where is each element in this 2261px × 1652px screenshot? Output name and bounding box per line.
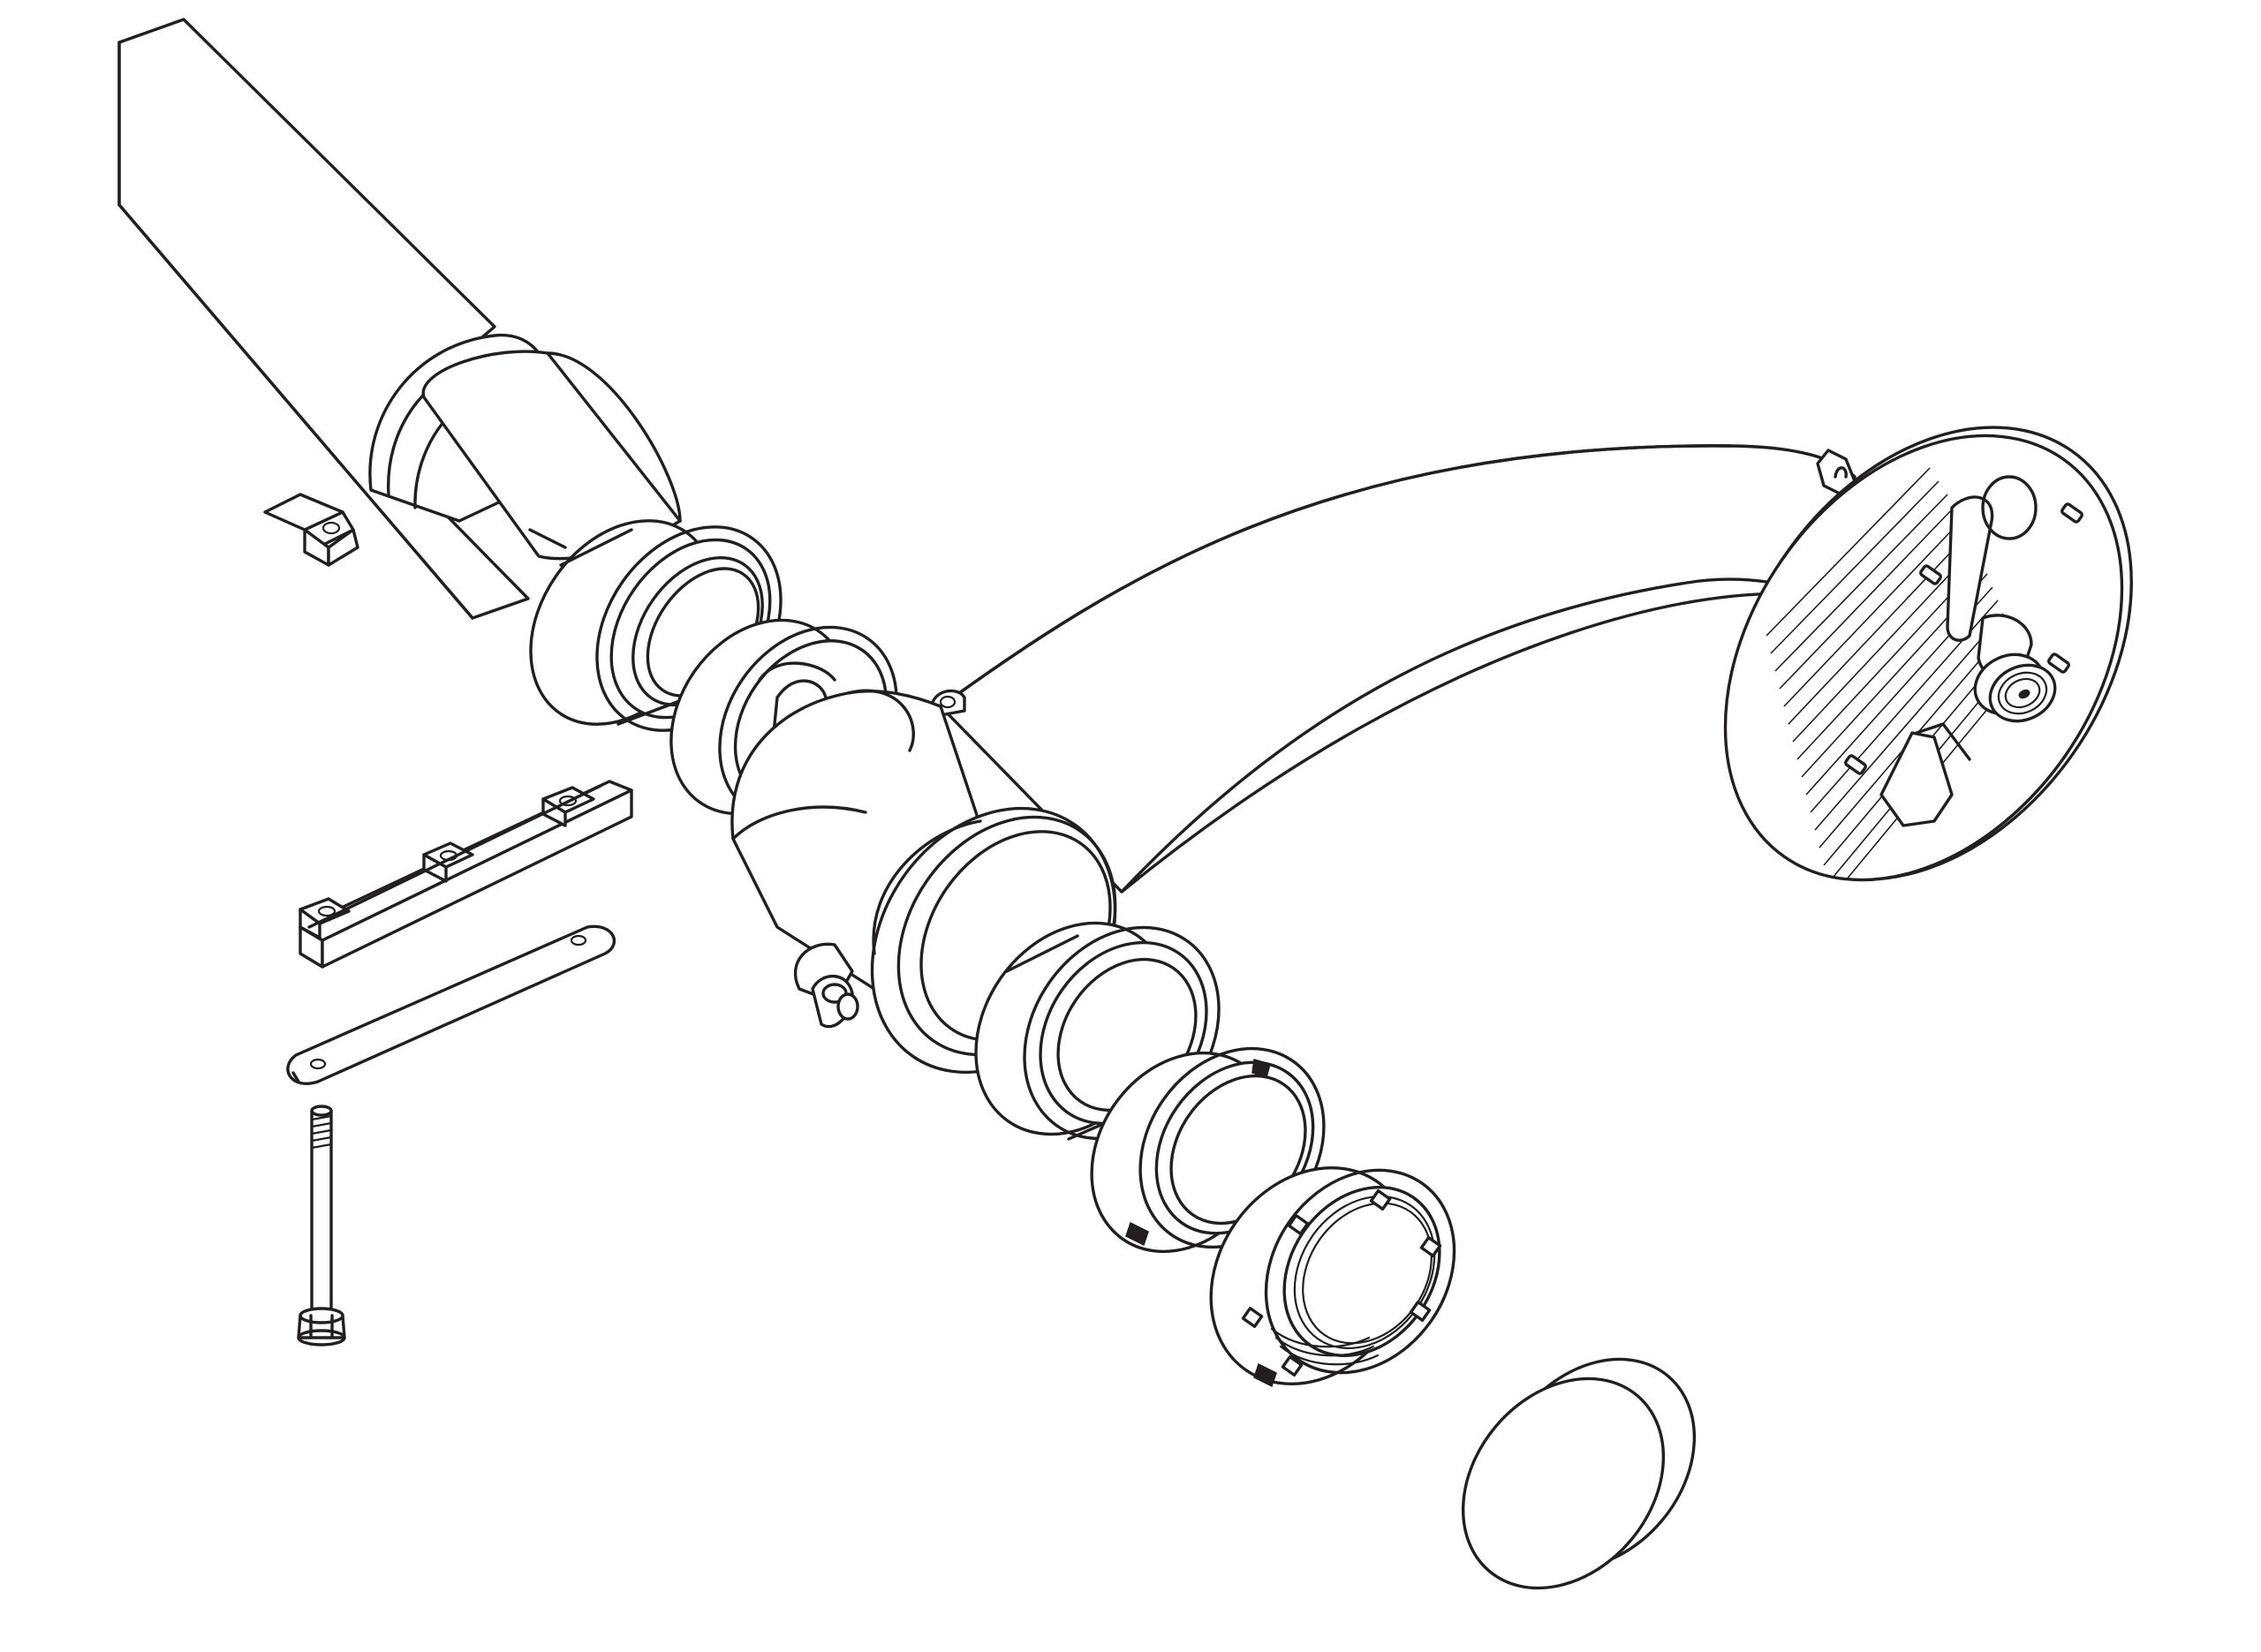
flat-strap (286, 924, 616, 1085)
yoke-housing (730, 689, 982, 1029)
threaded-bolt (297, 1105, 346, 1346)
bracket-bar (299, 780, 633, 969)
mounting-flange (1723, 426, 2133, 897)
dust-cap (1461, 1357, 1697, 1590)
slotted-lock-nut (1209, 1165, 1456, 1388)
